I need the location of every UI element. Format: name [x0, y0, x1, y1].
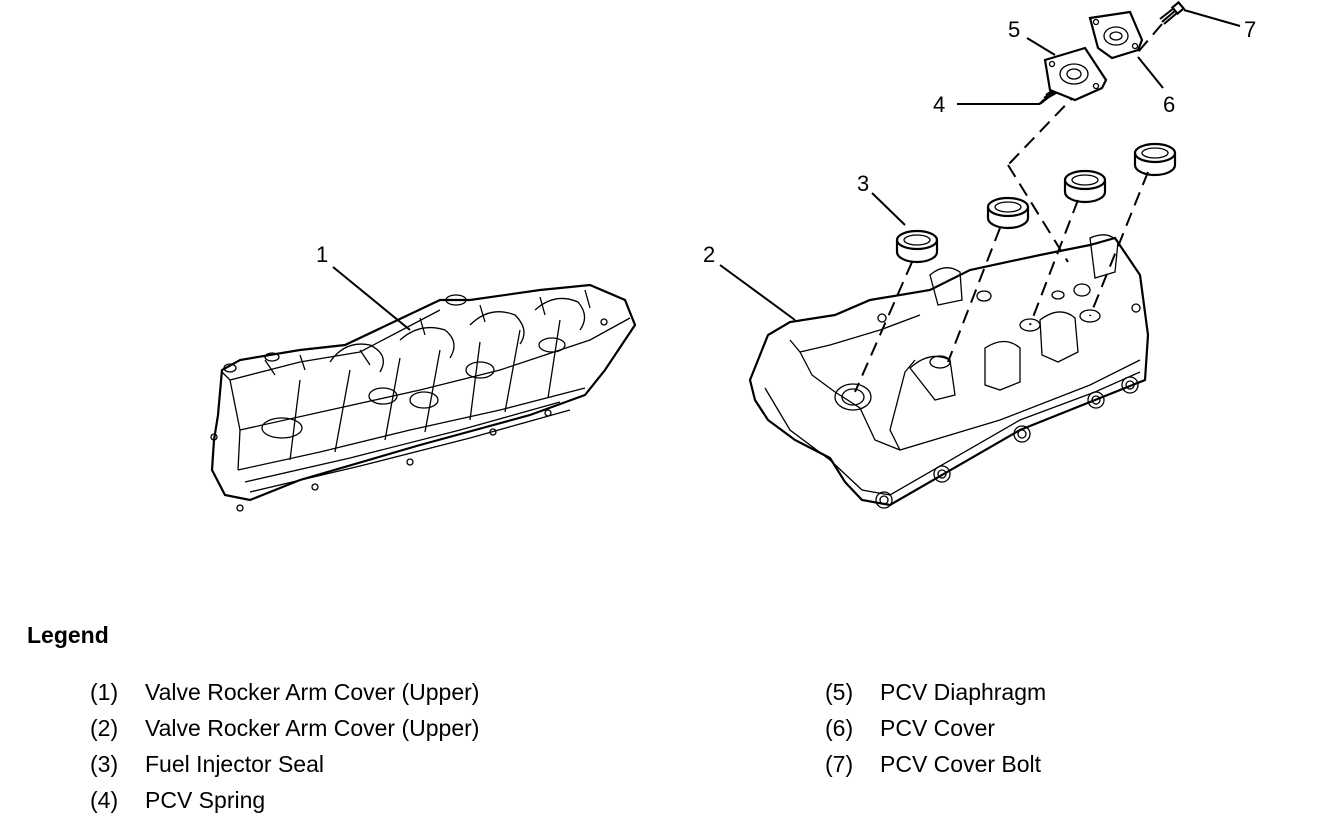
- legend-column-right: (5) PCV Diaphragm (6) PCV Cover (7) PCV …: [825, 674, 1046, 782]
- legend-title: Legend: [27, 622, 109, 648]
- fuel-injector-seal: [1133, 142, 1177, 177]
- legend-item-number: (3): [90, 751, 119, 777]
- legend-item-number: (2): [90, 715, 119, 741]
- leader-lines: [332, 9, 1241, 331]
- exploded-view-diagram: 1 2 3 4 5 6 7: [210, 0, 1256, 512]
- legend-item-number: (5): [825, 679, 854, 705]
- installation-lines: [854, 89, 1149, 393]
- callout-5: 5: [1008, 17, 1020, 42]
- callout-4: 4: [933, 92, 945, 117]
- pcv-cover-bolt: [1137, 0, 1186, 53]
- callout-6: 6: [1163, 92, 1175, 117]
- legend-item: (7) PCV Cover Bolt: [825, 746, 1046, 782]
- valve-rocker-arm-cover-1: [210, 283, 637, 512]
- legend-item: (5) PCV Diaphragm: [825, 674, 1046, 710]
- callout-1: 1: [316, 242, 328, 267]
- fuel-injector-seal: [986, 196, 1030, 230]
- legend-item-number: (7): [825, 751, 854, 777]
- legend-item-label: PCV Cover: [880, 715, 996, 741]
- legend-item-number: (4): [90, 787, 119, 813]
- legend-item-label: Valve Rocker Arm Cover (Upper): [145, 679, 480, 705]
- legend-item-label: PCV Cover Bolt: [880, 751, 1042, 777]
- legend-item: (4) PCV Spring: [90, 782, 479, 818]
- callout-7: 7: [1244, 17, 1256, 42]
- legend-item-label: Fuel Injector Seal: [145, 751, 324, 777]
- legend-item-label: Valve Rocker Arm Cover (Upper): [145, 715, 480, 741]
- valve-rocker-arm-cover-2: [748, 234, 1150, 509]
- callout-3: 3: [857, 171, 869, 196]
- fuel-injector-seals: [895, 142, 1177, 264]
- legend-item: (2) Valve Rocker Arm Cover (Upper): [90, 710, 479, 746]
- legend-item: (6) PCV Cover: [825, 710, 1046, 746]
- pcv-cover: [1088, 10, 1144, 60]
- legend-item: (3) Fuel Injector Seal: [90, 746, 479, 782]
- callout-2: 2: [703, 242, 715, 267]
- fuel-injector-seal: [1063, 169, 1107, 204]
- legend-item: (1) Valve Rocker Arm Cover (Upper): [90, 674, 479, 710]
- legend-item-label: PCV Diaphragm: [880, 679, 1047, 705]
- legend-column-left: (1) Valve Rocker Arm Cover (Upper) (2) V…: [90, 674, 479, 818]
- pcv-diaphragm: [1043, 46, 1108, 102]
- legend-item-label: PCV Spring: [145, 787, 266, 813]
- legend-item-number: (6): [825, 715, 854, 741]
- legend-item-number: (1): [90, 679, 119, 705]
- fuel-injector-seal: [895, 229, 939, 264]
